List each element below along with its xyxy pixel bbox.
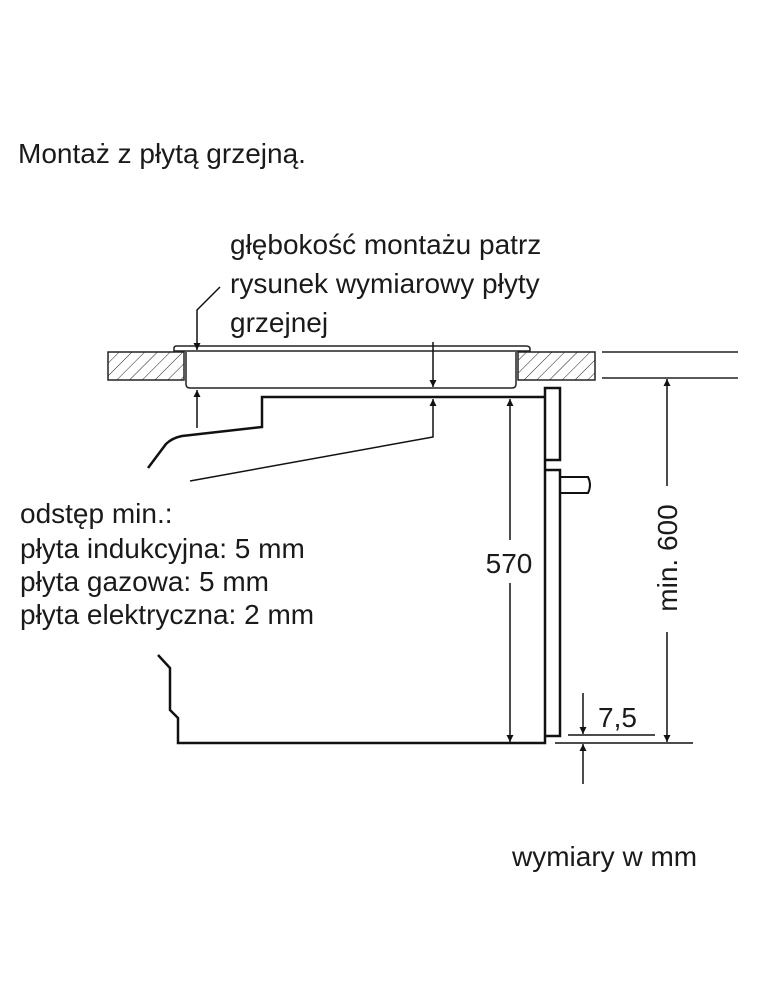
niche-height-label: min. 600 bbox=[652, 504, 683, 611]
diagram-title: Montaż z płytą grzejną. bbox=[18, 138, 306, 169]
clearance-line: płyta gazowa: 5 mm bbox=[20, 566, 269, 597]
depth-note-line: rysunek wymiarowy płyty bbox=[230, 268, 540, 299]
countertop bbox=[107, 351, 738, 381]
clearance-line: płyta elektryczna: 2 mm bbox=[20, 599, 315, 630]
units-note: wymiary w mm bbox=[512, 841, 698, 872]
oven bbox=[147, 386, 591, 745]
depth-note-line: grzejnej bbox=[230, 307, 329, 338]
bottom-offset-label: 7,5 bbox=[598, 702, 637, 733]
hob bbox=[173, 345, 531, 389]
dimension-lines bbox=[189, 286, 693, 784]
oven-height-label: 570 bbox=[486, 548, 533, 579]
depth-note-line: głębokość montażu patrz bbox=[230, 229, 542, 260]
clearance-line: płyta indukcyjna: 5 mm bbox=[20, 533, 305, 564]
clearance-line: odstęp min.: bbox=[20, 498, 173, 529]
